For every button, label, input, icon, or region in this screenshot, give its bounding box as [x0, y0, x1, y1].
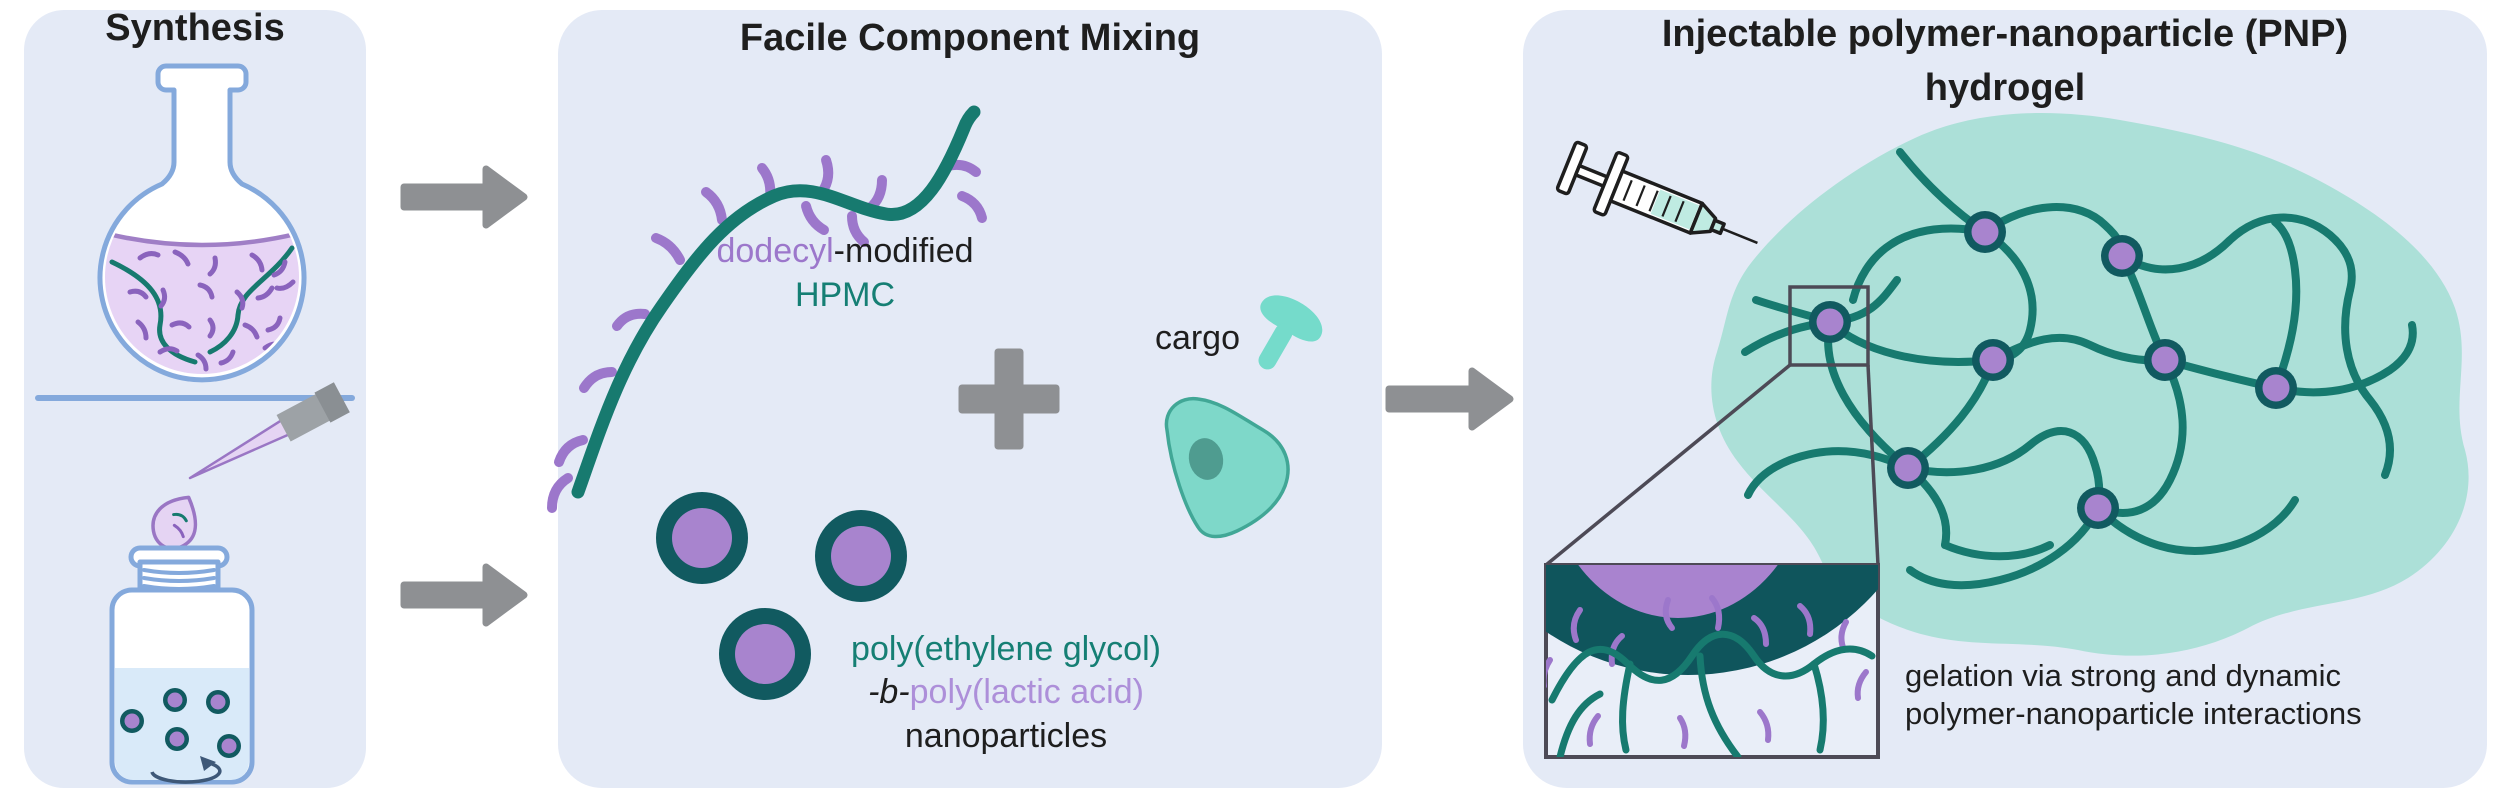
hydrogel-title-line2: hydrogel: [1925, 67, 2085, 109]
arrow-right-icon: [400, 563, 528, 627]
panel-mixing: Facile Component Mixing dodecyl-modified…: [547, 10, 1382, 788]
nanoparticle: [1887, 447, 1929, 489]
hpmc-label-modified: -modified: [834, 232, 974, 270]
cargo-molecule-icon: [1258, 295, 1323, 370]
zoom-connector-line: [1544, 363, 1792, 567]
mixing-title: Facile Component Mixing: [740, 17, 1200, 59]
panel-hydrogel: Injectable polymer-nanoparticle (PNP) hy…: [1523, 10, 2487, 788]
hpmc-polymer-illustration: [547, 105, 987, 513]
np-label-line3: nanoparticles: [905, 717, 1107, 755]
cell-nucleus: [1188, 438, 1224, 480]
nanoparticle: [1964, 211, 2006, 253]
arrow-right-icon: [400, 165, 528, 229]
np-label-pla: poly(lactic acid): [910, 673, 1144, 711]
np-label-b: -b-: [868, 673, 910, 711]
inset-nanoparticle-core: [1578, 565, 1778, 618]
jar-nanoparticles: [120, 688, 241, 758]
gelation-caption-line1: gelation via strong and dynamic: [1905, 658, 2341, 693]
flask-squiggles: [127, 249, 296, 372]
hpmc-label-dodecyl: dodecyl: [716, 232, 833, 270]
nanoparticle: [2101, 235, 2143, 277]
syringe-icon: [1555, 140, 1758, 245]
nanoparticles-illustration: [656, 492, 907, 700]
np-label-line1: poly(ethylene glycol): [851, 630, 1161, 668]
pipette-icon: [188, 382, 350, 480]
hpmc-label-line1: dodecyl-modified: [716, 232, 973, 270]
hydrogel-title-line1: Injectable polymer-nanoparticle (PNP): [1662, 13, 2348, 55]
synthesis-title: Synthesis: [105, 7, 285, 49]
nanoparticle: [2077, 487, 2119, 529]
flask-icon: [97, 63, 307, 383]
nanoparticle: [2144, 339, 2186, 381]
flask-liquid: [105, 229, 299, 374]
cargo-cell-icon: [1164, 396, 1290, 539]
nanoparticle: [1972, 339, 2014, 381]
jar-icon: [109, 545, 255, 785]
hpmc-label-line2: HPMC: [795, 276, 895, 314]
zoom-connector-line: [1866, 364, 1880, 566]
panel-synthesis: Synthesis: [24, 7, 366, 788]
gelation-caption-line2: polymer-nanoparticle interactions: [1905, 696, 2362, 731]
stir-arrow-icon: [150, 756, 222, 784]
cargo-label: cargo: [1155, 319, 1240, 357]
arrow-right-icon: [1385, 367, 1514, 431]
plus-icon: [958, 348, 1060, 450]
zoom-inset: [1544, 563, 1880, 759]
np-label-line2: -b-poly(lactic acid): [868, 673, 1144, 711]
inset-polymer-chains: [1548, 630, 1876, 757]
hpmc-backbone: [571, 105, 981, 499]
zoom-source-box: [1788, 285, 1870, 367]
nanoparticle: [2255, 367, 2297, 409]
network-nanoparticles: [1809, 211, 2297, 529]
flask-polymer-strands: [109, 245, 295, 365]
nanoparticle: [1809, 301, 1851, 343]
